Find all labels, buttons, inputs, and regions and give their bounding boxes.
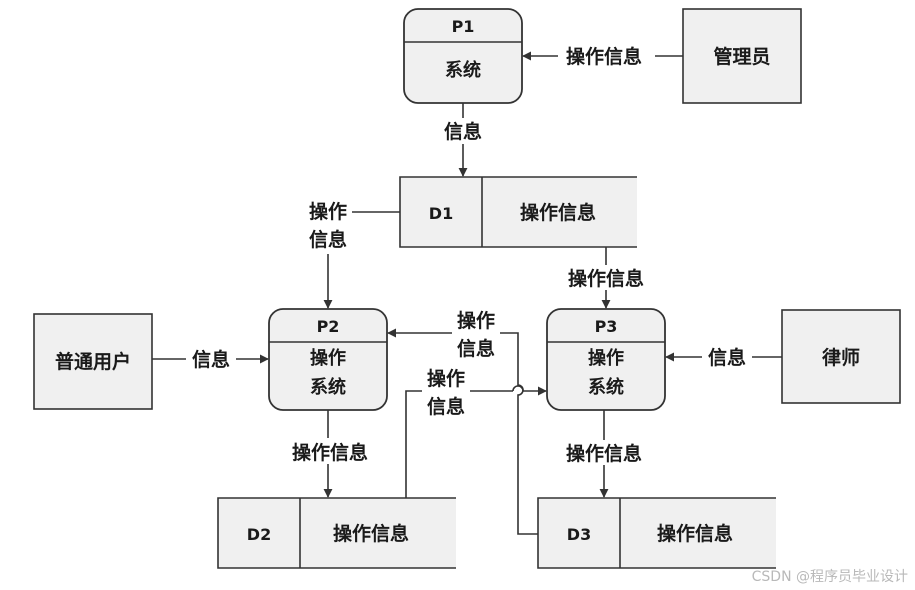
flow-p2-to-d2: 操作信息 — [292, 410, 368, 498]
flow-p2-to-d2-label: 操作信息 — [292, 441, 368, 464]
flow-p1-to-d1-label: 信息 — [444, 120, 482, 143]
flow-d1-to-p2-label-line2: 信息 — [309, 228, 347, 251]
process-p3-name-line1: 操作 — [588, 347, 624, 369]
flow-d2-to-p3: 操作 信息 — [405, 367, 547, 498]
flow-d1-to-p3-label: 操作信息 — [568, 267, 644, 290]
flow-d3-to-p2-label-line2: 信息 — [457, 337, 495, 360]
process-p3: P3 操作 系统 — [546, 308, 666, 411]
flow-lawyer-to-p3: 信息 — [665, 346, 782, 369]
process-p1-name: 系统 — [445, 59, 481, 81]
store-d2: D2 操作信息 — [217, 497, 456, 569]
store-d1-id: D1 — [429, 204, 453, 223]
process-p3-name-line2: 系统 — [588, 376, 624, 398]
flow-d2-to-p3-label-line2: 信息 — [427, 395, 465, 418]
flow-user-to-p2-label: 信息 — [192, 348, 230, 371]
flow-admin-to-p1: 操作信息 — [522, 45, 683, 68]
process-p1-id: P1 — [452, 17, 475, 36]
process-p2-name-line2: 系统 — [310, 376, 346, 398]
entity-lawyer-label: 律师 — [821, 346, 860, 369]
flow-d3-to-p2-label-line1: 操作 — [457, 309, 495, 332]
process-p3-id: P3 — [595, 317, 618, 336]
flow-admin-to-p1-label: 操作信息 — [566, 45, 642, 68]
process-p1: P1 系统 — [403, 8, 523, 104]
store-d1-name: 操作信息 — [520, 201, 596, 224]
process-p2: P2 操作 系统 — [268, 308, 388, 411]
flow-d3-to-p2: 操作 信息 — [387, 309, 538, 535]
entity-admin: 管理员 — [682, 8, 802, 104]
process-p2-name-line1: 操作 — [310, 347, 346, 369]
flow-p3-to-d3: 操作信息 — [566, 410, 642, 498]
entity-admin-label: 管理员 — [713, 45, 770, 68]
entity-lawyer: 律师 — [781, 309, 901, 404]
flow-d1-to-p2: 操作 信息 — [309, 200, 400, 309]
flow-d1-to-p3: 操作信息 — [568, 247, 644, 309]
flow-user-to-p2: 信息 — [152, 348, 269, 371]
watermark: CSDN @程序员毕业设计 — [752, 569, 908, 585]
store-d3-name: 操作信息 — [657, 522, 733, 545]
entity-user-label: 普通用户 — [55, 350, 131, 373]
flow-d1-to-p2-label-line1: 操作 — [309, 200, 347, 223]
entity-user: 普通用户 — [33, 313, 153, 410]
flow-d2-to-p3-label-line1: 操作 — [427, 367, 465, 390]
store-d3-id: D3 — [567, 525, 591, 544]
flow-p3-to-d3-label: 操作信息 — [566, 442, 642, 465]
flow-lawyer-to-p3-label: 信息 — [708, 346, 746, 369]
process-p2-id: P2 — [317, 317, 340, 336]
store-d3: D3 操作信息 — [537, 497, 776, 569]
store-d2-name: 操作信息 — [333, 522, 409, 545]
store-d2-id: D2 — [247, 525, 271, 544]
store-d1: D1 操作信息 — [399, 176, 637, 248]
flow-p1-to-d1: 信息 — [444, 103, 482, 177]
